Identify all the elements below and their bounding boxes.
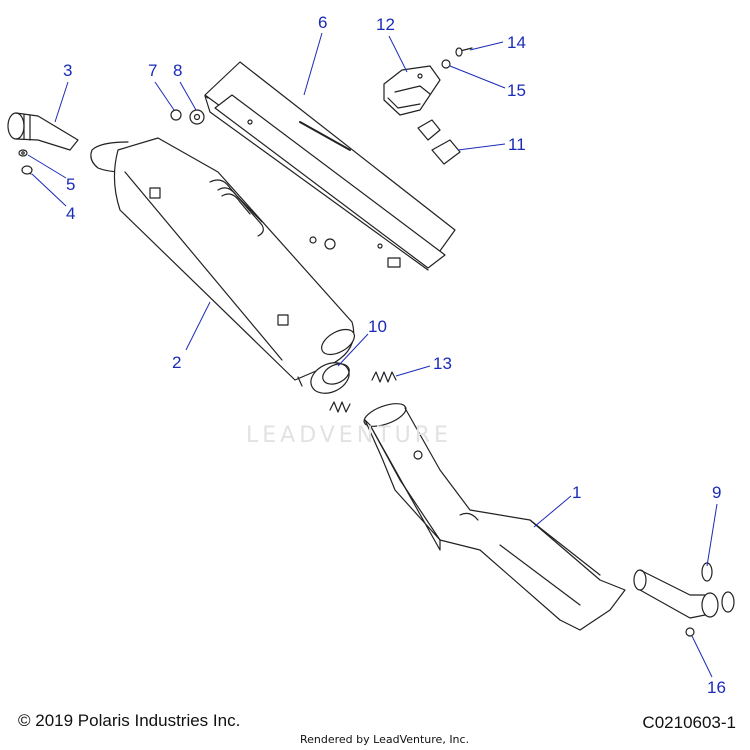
tailpipe-tip [7, 112, 79, 151]
callout-15: 15 [507, 81, 526, 100]
callout-10: 10 [368, 317, 387, 336]
bolt-and-washer [18, 149, 33, 175]
callout-3: 3 [63, 61, 73, 80]
copyright-notice: © 2019 Polaris Industries Inc. [18, 711, 241, 730]
callout-9: 9 [712, 483, 722, 502]
callout-2: 2 [172, 353, 182, 372]
rendered-by-credit: Rendered by LeadVenture, Inc. [300, 733, 470, 746]
callout-4: 4 [66, 204, 76, 223]
callout-11: 11 [508, 135, 526, 154]
heat-shield [204, 61, 456, 271]
callout-16: 16 [707, 678, 726, 697]
mounting-bracket [383, 65, 441, 116]
callout-7: 7 [148, 61, 158, 80]
screw-and-washer [441, 47, 473, 69]
gasket-ring [310, 362, 350, 394]
callout-12: 12 [376, 15, 395, 34]
grommets [417, 119, 461, 165]
nut-and-washer [170, 109, 205, 125]
figure-code: C0210603-1 [642, 713, 736, 732]
callout-13: 13 [433, 354, 452, 373]
callout-1: 1 [572, 483, 582, 502]
watermark: LEADVENTURE [246, 423, 452, 448]
muffler [90, 137, 355, 387]
springs [329, 371, 397, 413]
callout-6: 6 [318, 13, 328, 32]
callout-8: 8 [173, 61, 183, 80]
leader-lines [27, 32, 718, 678]
callout-14: 14 [507, 33, 526, 52]
head-pipe [363, 403, 735, 637]
callout-5: 5 [66, 175, 76, 194]
